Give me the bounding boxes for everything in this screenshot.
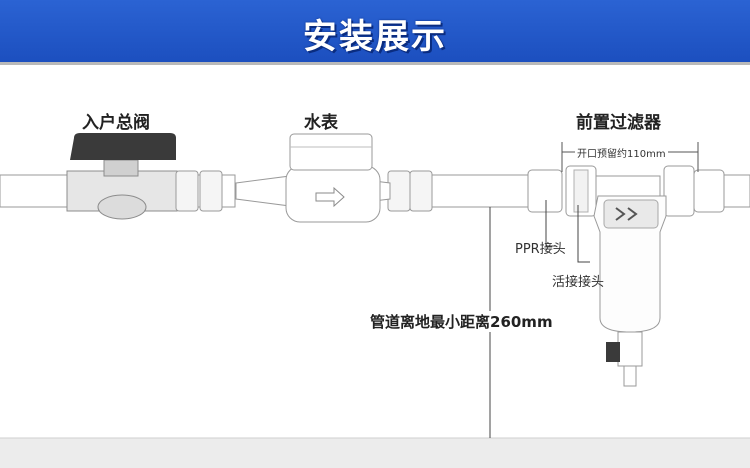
pre-filter bbox=[527, 165, 725, 387]
ppr-joint-label: PPR接头 bbox=[515, 242, 566, 257]
union-joint-right bbox=[663, 165, 695, 217]
header-banner: 安装展示 bbox=[0, 0, 750, 65]
floor-strip bbox=[0, 438, 750, 468]
union-joint-label: 活接接头 bbox=[552, 275, 605, 290]
water-meter bbox=[235, 133, 391, 223]
drain-valve-handle bbox=[606, 342, 620, 362]
ppr-joint-left bbox=[527, 169, 563, 213]
ppr-joint-right bbox=[693, 169, 725, 213]
dimension-label: 开口预留约110mm bbox=[575, 145, 668, 160]
prefilter-label: 前置过滤器 bbox=[576, 113, 661, 133]
valve-handle bbox=[70, 133, 176, 160]
entry-valve bbox=[66, 133, 178, 220]
meter-label: 水表 bbox=[304, 113, 338, 133]
flow-arrow-icon bbox=[315, 186, 345, 208]
floor-gap-label: 管道离地最小距离260mm bbox=[368, 311, 555, 332]
pipe-fittings-left bbox=[175, 170, 433, 212]
page-title: 安装展示 bbox=[303, 17, 447, 57]
valve-label: 入户总阀 bbox=[82, 113, 150, 133]
callout-leaders bbox=[545, 200, 590, 263]
chevron-right-icon bbox=[615, 207, 638, 221]
